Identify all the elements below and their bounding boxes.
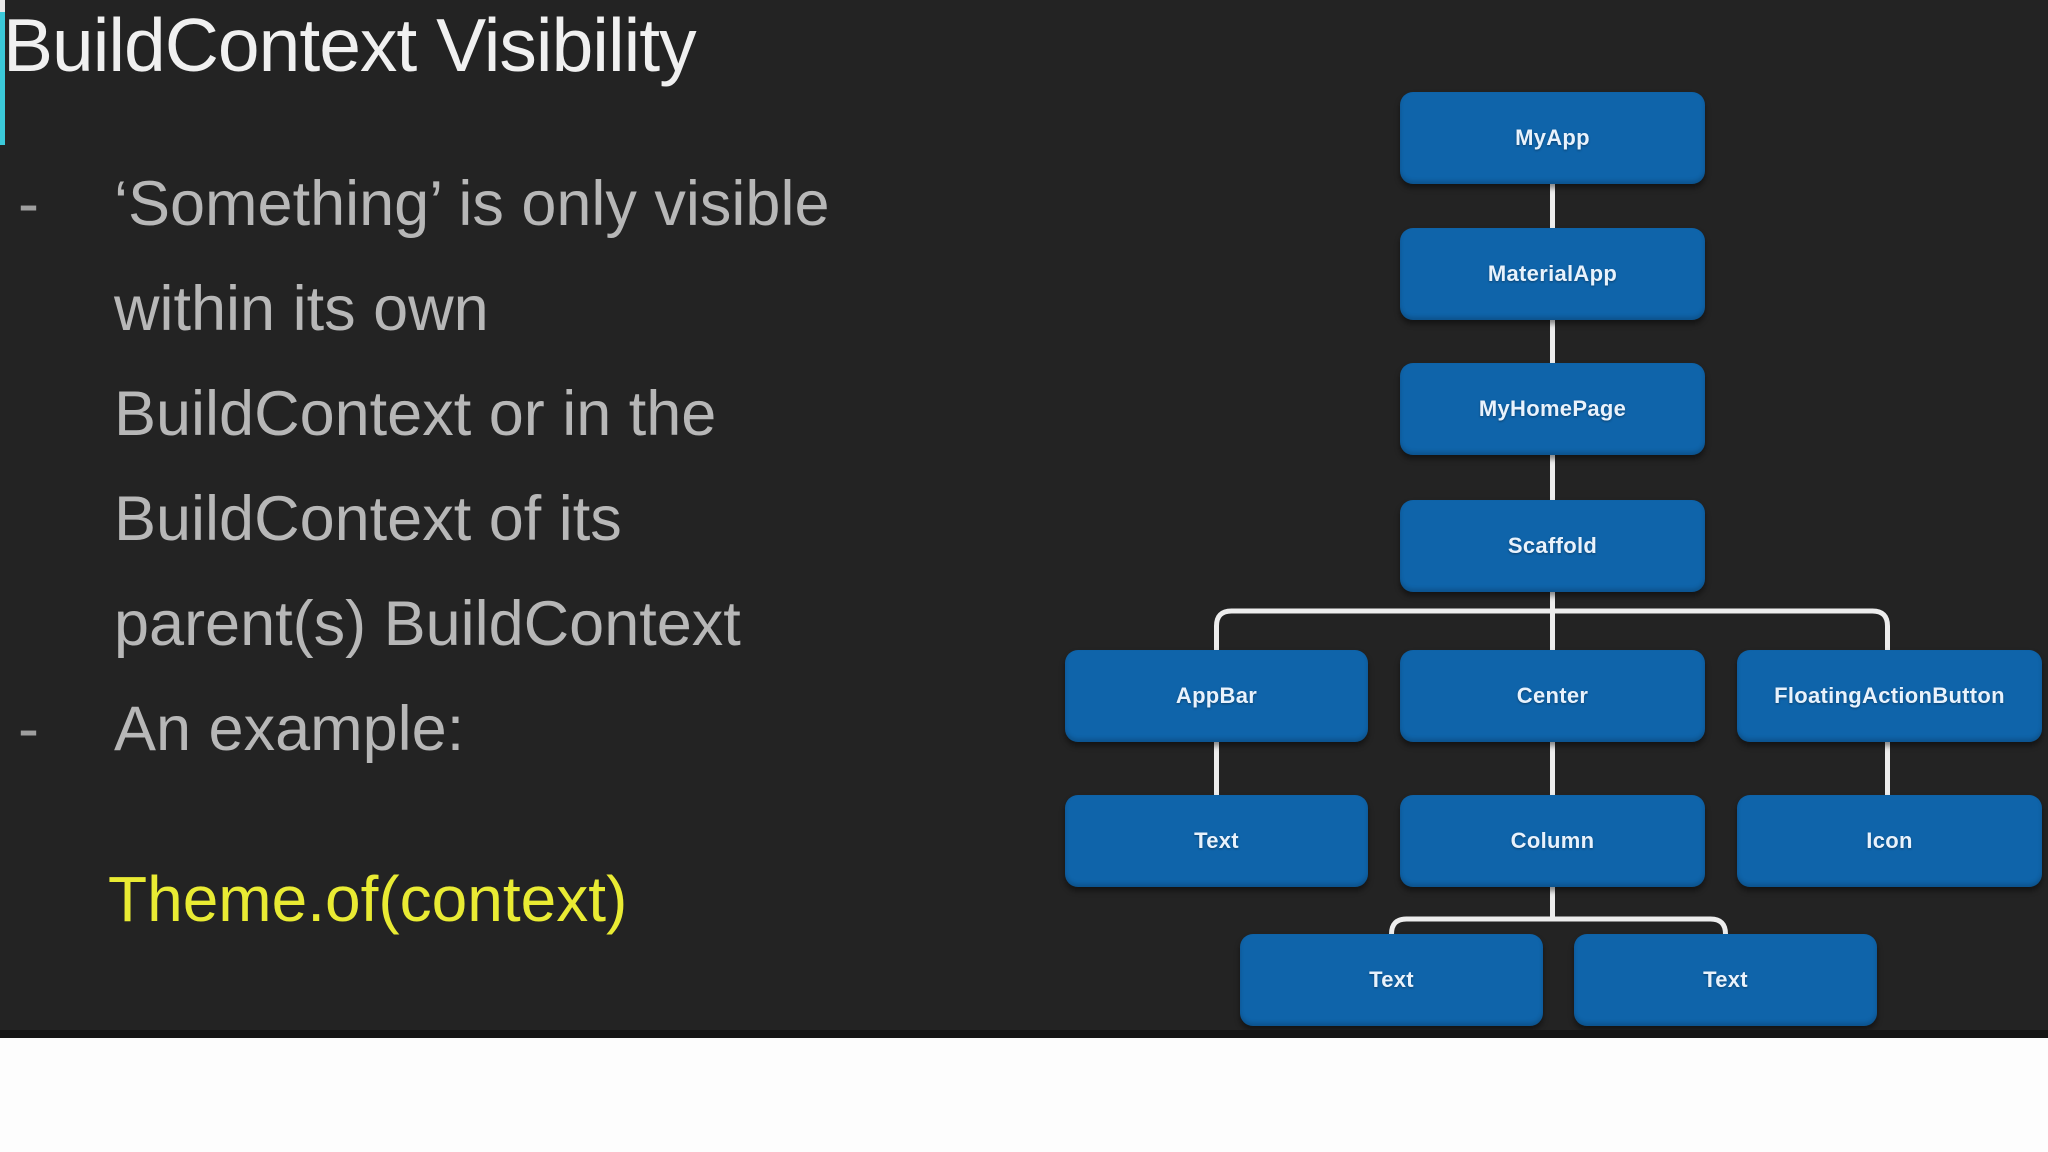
bullet-line-text: BuildContext of its [114,484,622,554]
tree-node-text-column-child-1: Text [1240,934,1543,1026]
bullet-line-text: parent(s) BuildContext [114,589,741,659]
tree-node-text-appbar-child: Text [1065,795,1368,887]
left-edge-white-sliver [0,0,5,12]
bullet-text-column: - ‘Something’ is only visible within its… [18,168,1018,798]
dash-bullet-icon: - [18,169,39,239]
white-letterbox-area [0,1038,2048,1152]
tree-node-floatingactionbutton: FloatingActionButton [1737,650,2042,742]
bullet-line: - ‘Something’ is only visible [18,168,1018,273]
bullet-line: BuildContext of its [18,483,1018,588]
bullet-line: - An example: [18,693,1018,798]
presentation-slide: BuildContext Visibility - ‘Something’ is… [0,0,2048,1030]
bullet-line: parent(s) BuildContext [18,588,1018,693]
tree-node-text-column-child-2: Text [1574,934,1877,1026]
bullet-line-text: ‘Something’ is only visible [114,169,830,239]
bullet-line-text: BuildContext or in the [114,379,717,449]
bullet-line: BuildContext or in the [18,378,1018,483]
tree-node-appbar: AppBar [1065,650,1368,742]
tree-node-column: Column [1400,795,1705,887]
tree-connector-lines [1214,181,1890,943]
slide-bottom-edge [0,1030,2048,1038]
code-example-text: Theme.of(context) [108,863,628,935]
bullet-line-text: within its own [114,274,489,344]
tree-node-myapp: MyApp [1400,92,1705,184]
tree-node-myhomepage: MyHomePage [1400,363,1705,455]
bullet-line-text: An example: [114,694,465,764]
tree-node-materialapp: MaterialApp [1400,228,1705,320]
dash-bullet-icon: - [18,694,39,764]
tree-node-scaffold: Scaffold [1400,500,1705,592]
bullet-line: within its own [18,273,1018,378]
tree-node-center: Center [1400,650,1705,742]
slide-title: BuildContext Visibility [3,3,697,87]
left-edge-teal-strip [0,12,5,145]
tree-node-icon: Icon [1737,795,2042,887]
